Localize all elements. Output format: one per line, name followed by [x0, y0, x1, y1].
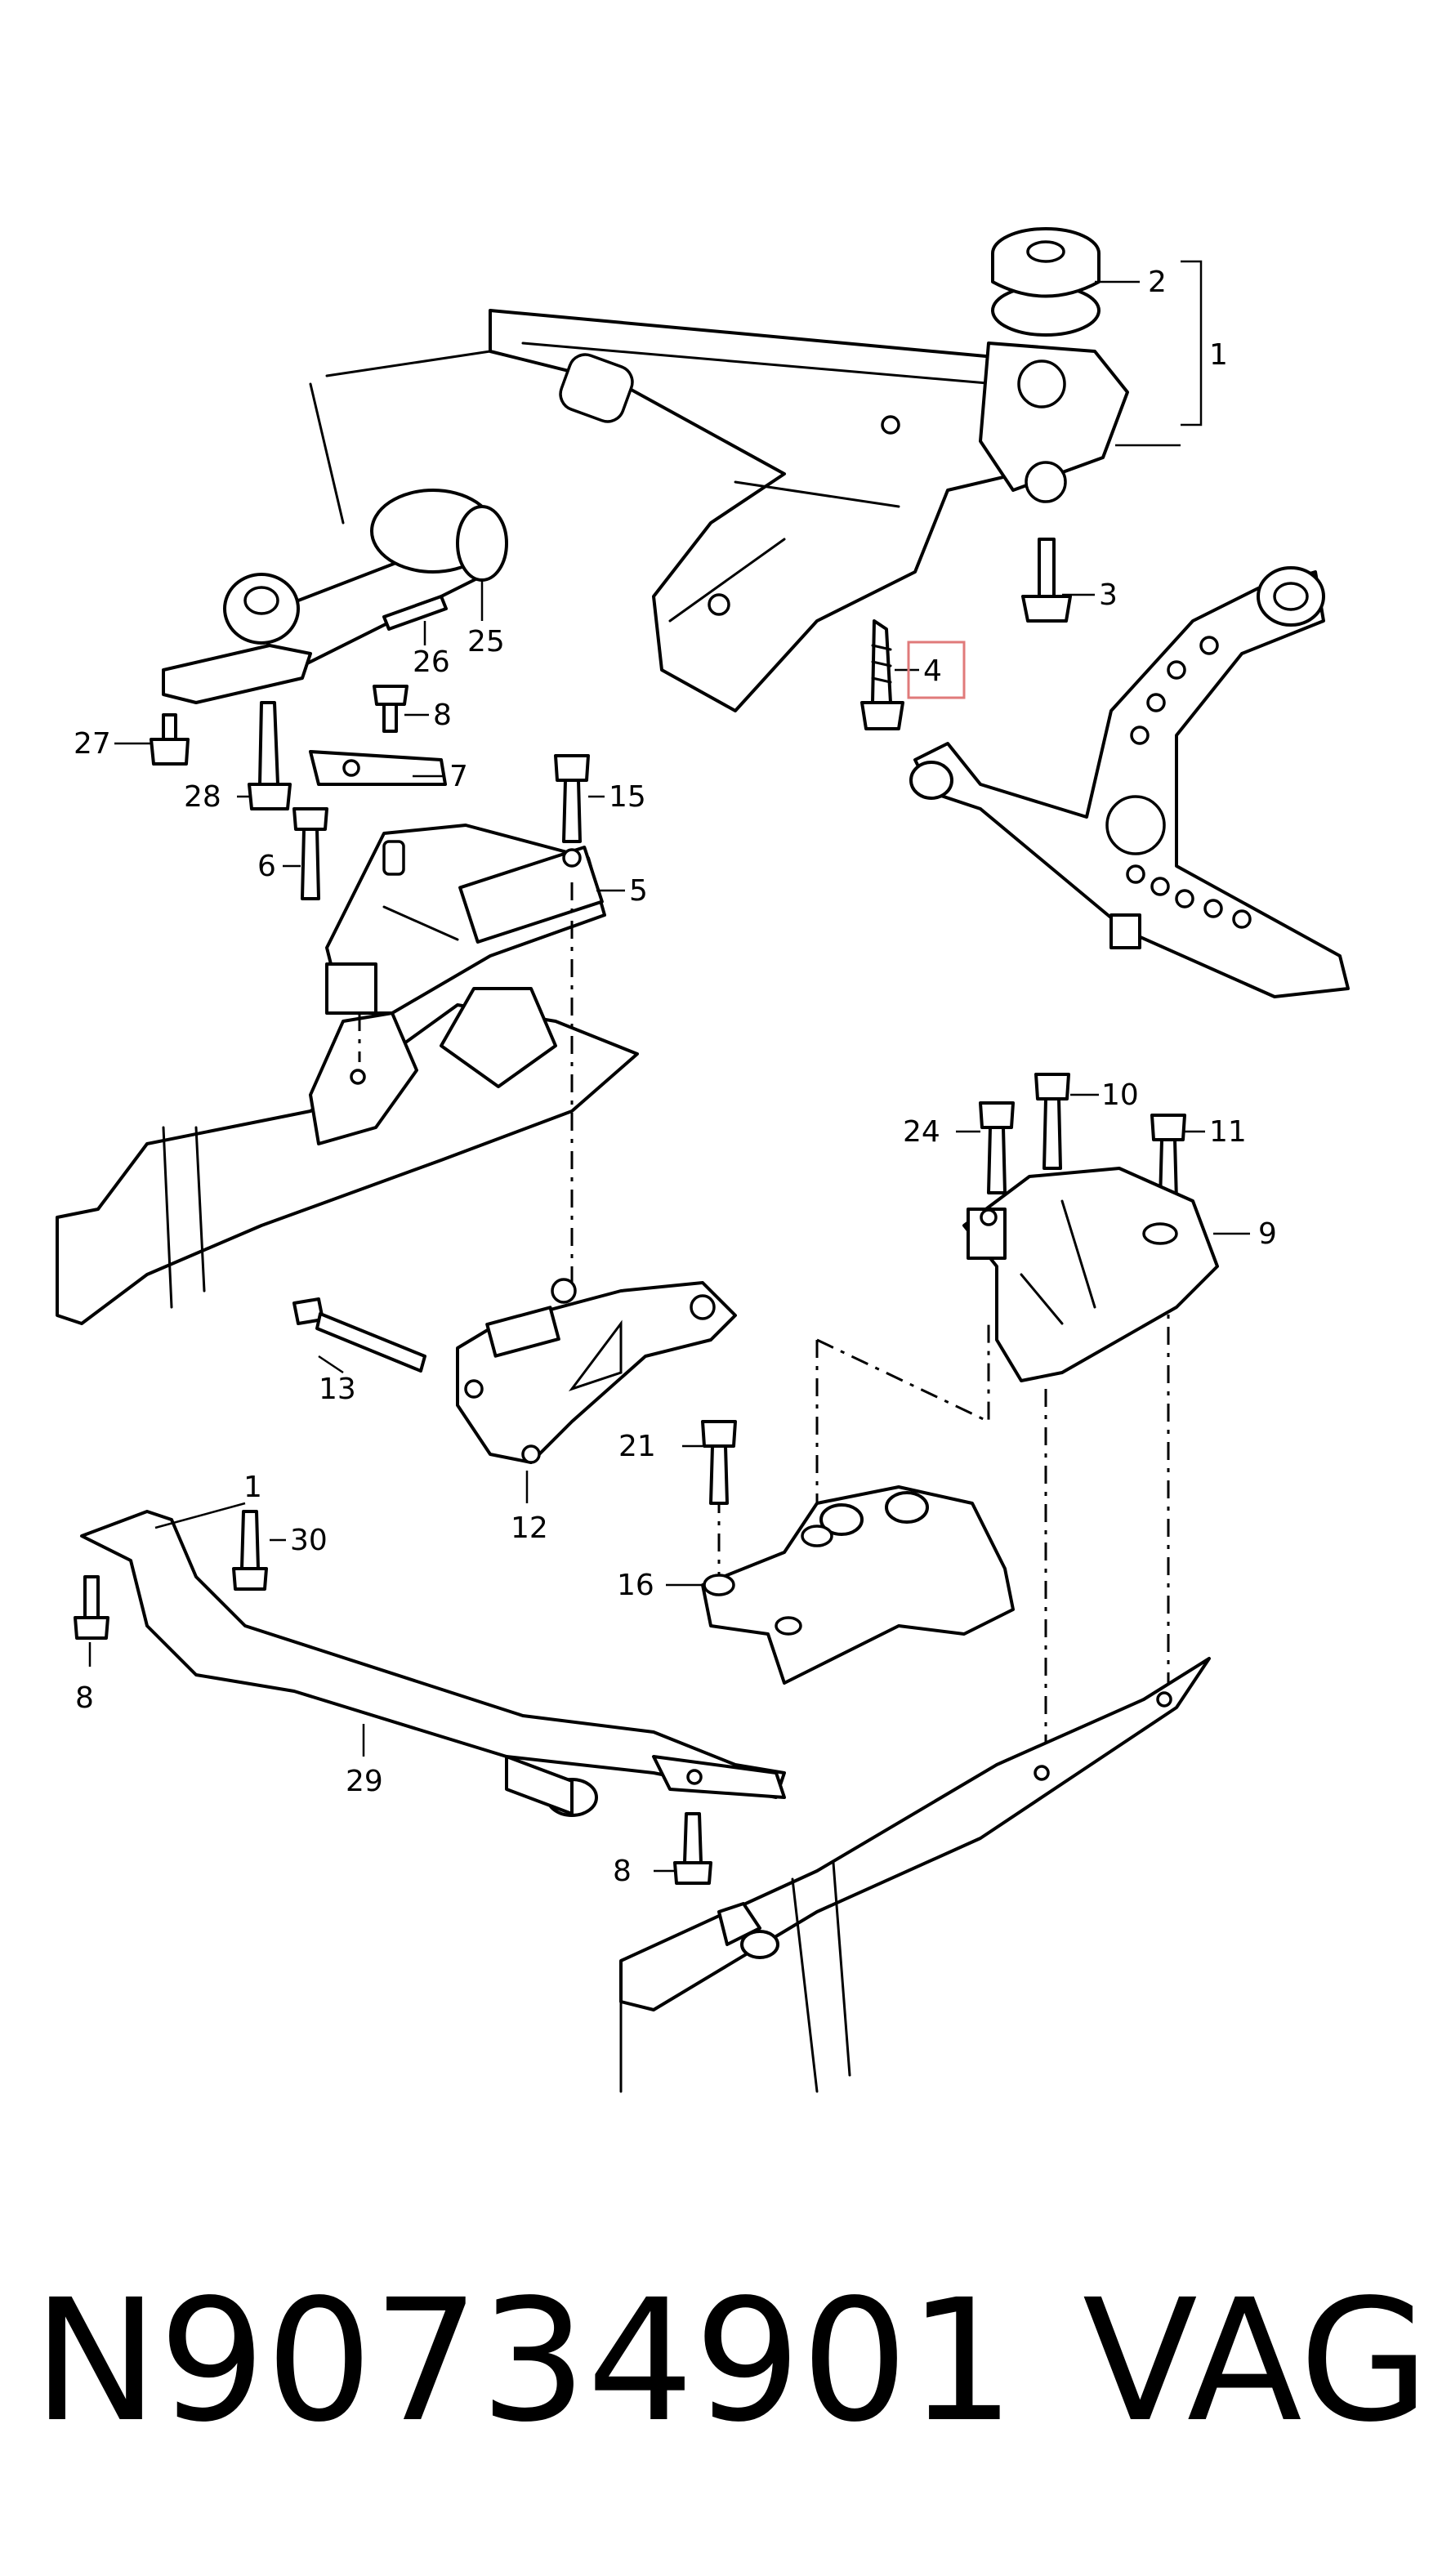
callout-30: 30 — [290, 1524, 328, 1557]
callout-4: 4 — [923, 654, 942, 688]
part-caption: N90734901 VAG — [33, 2263, 1430, 2459]
callout-9: 9 — [1258, 1217, 1277, 1251]
callout-7: 7 — [449, 760, 468, 793]
pendulum-support — [162, 489, 508, 704]
leader-lines — [88, 260, 1250, 1873]
callout-25: 25 — [467, 625, 505, 659]
callout-1: 1 — [1209, 338, 1228, 372]
bolt-24 — [979, 1101, 1015, 1194]
engine-block-section — [56, 987, 639, 1325]
front-subframe — [309, 309, 1113, 712]
callout-8-bottom: 8 — [613, 1855, 632, 1888]
bolt-21 — [701, 1420, 737, 1505]
callout-6: 6 — [257, 850, 276, 883]
callout-labels: 1 2 3 4 5 6 7 8 8 8 9 10 11 12 13 15 16 … — [74, 266, 1277, 1888]
callout-24: 24 — [903, 1115, 940, 1149]
bolt-3 — [1021, 538, 1072, 623]
bolt-6 — [292, 807, 328, 900]
callout-10: 10 — [1101, 1078, 1139, 1112]
bolt-30 — [232, 1510, 268, 1591]
highlight-box — [907, 641, 966, 699]
callout-16: 16 — [617, 1569, 654, 1602]
callout-21: 21 — [618, 1430, 656, 1463]
gearbox-mount-9 — [962, 1167, 1219, 1382]
lower-control-arm — [909, 566, 1350, 998]
callout-12: 12 — [511, 1511, 548, 1545]
mount-16 — [701, 1485, 1015, 1685]
bolts-left-group — [150, 685, 447, 810]
subframe-bushing — [979, 227, 1129, 503]
callout-8-left: 8 — [75, 1681, 94, 1715]
part-number: N90734901 — [33, 2263, 1016, 2459]
callout-26: 26 — [413, 645, 450, 679]
callout-5: 5 — [629, 874, 648, 908]
bolt-13 — [292, 1297, 426, 1373]
callout-27: 27 — [74, 727, 111, 761]
callout-3: 3 — [1099, 578, 1118, 612]
gearbox-housing-section — [619, 1657, 1211, 2093]
bolt-4 — [860, 619, 904, 730]
callout-1-lower: 1 — [243, 1471, 262, 1504]
callout-28: 28 — [184, 780, 221, 814]
callout-29: 29 — [346, 1765, 383, 1798]
callout-2: 2 — [1148, 266, 1167, 299]
pendulum-bar-29 — [80, 1510, 786, 1817]
engine-mount-5 — [325, 824, 606, 1015]
bolt-10 — [1034, 1073, 1070, 1170]
callout-15: 15 — [609, 780, 646, 814]
brand-name: VAG — [1083, 2263, 1430, 2459]
bracket-12 — [456, 1278, 737, 1464]
bolt-8-lower — [673, 1812, 712, 1885]
callout-8-top: 8 — [433, 699, 452, 732]
bolt-15 — [554, 754, 590, 843]
callout-13: 13 — [319, 1373, 356, 1406]
callout-11: 11 — [1209, 1115, 1247, 1149]
assembly-guide-lines — [358, 882, 1170, 1765]
bolt-8-lower-left — [74, 1575, 109, 1640]
exploded-parts-diagram: 1 2 3 4 5 6 7 8 8 8 9 10 11 12 13 15 16 … — [56, 227, 1350, 2093]
